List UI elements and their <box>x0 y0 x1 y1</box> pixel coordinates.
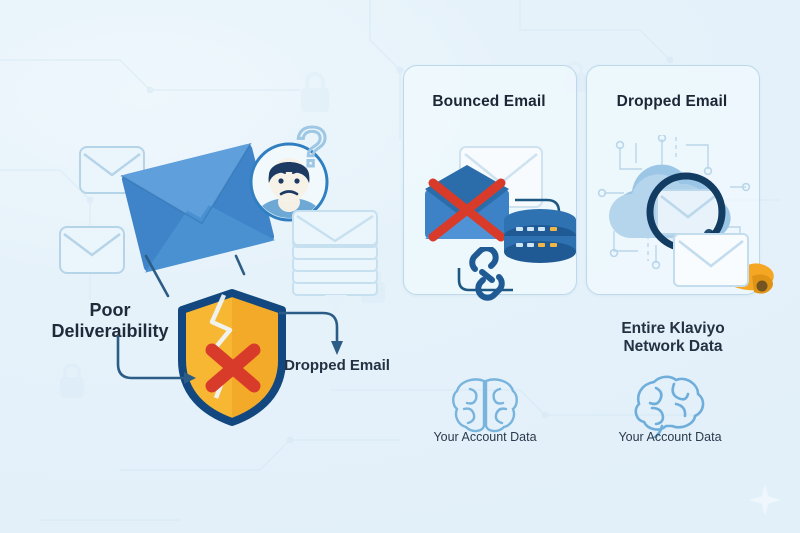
confused-person-avatar <box>249 142 329 222</box>
padlock-icon <box>301 72 329 112</box>
arrow-label-to-shield <box>116 336 196 384</box>
card-dropped-email-title: Dropped Email <box>616 93 728 110</box>
poor-deliverability-label: Poor Deliveraibility <box>20 300 200 341</box>
padlock-icon <box>60 363 84 398</box>
poor-deliverability-line1: Poor <box>89 300 131 320</box>
envelope-stack <box>292 210 378 313</box>
large-envelope <box>120 142 276 273</box>
network-label-line1: Entire Klaviyo <box>621 320 725 337</box>
brain-right-label: Your Account Data <box>618 430 722 444</box>
small-envelope-bottom <box>59 226 125 274</box>
sparkle-icon <box>749 484 781 516</box>
brain-top-view-icon <box>452 378 518 433</box>
brain-left-label: Your Account Data <box>433 430 537 444</box>
entire-klaviyo-network-data-label: Entire Klaviyo Network Data <box>588 320 758 356</box>
question-mark-icon: ? <box>295 118 329 180</box>
chain-link-icon <box>469 247 505 301</box>
poor-deliverability-line2: Deliveraibility <box>51 320 169 341</box>
card-bounced-email-title: Bounced Email <box>432 93 546 110</box>
hand-holding-envelope-icon <box>673 233 774 294</box>
svg-text:?: ? <box>296 118 327 178</box>
cracked-shield-with-x-icon <box>178 289 286 426</box>
arrow-shield-to-dropped-email <box>279 311 343 355</box>
network-label-line2: Network Data <box>623 337 723 355</box>
database-cylinder-icon <box>504 209 576 263</box>
envelope-open-with-red-x <box>425 165 509 242</box>
dropped-email-left-label: Dropped Email <box>284 357 390 374</box>
brain-side-view-icon <box>634 375 705 438</box>
motion-lines <box>144 254 246 298</box>
